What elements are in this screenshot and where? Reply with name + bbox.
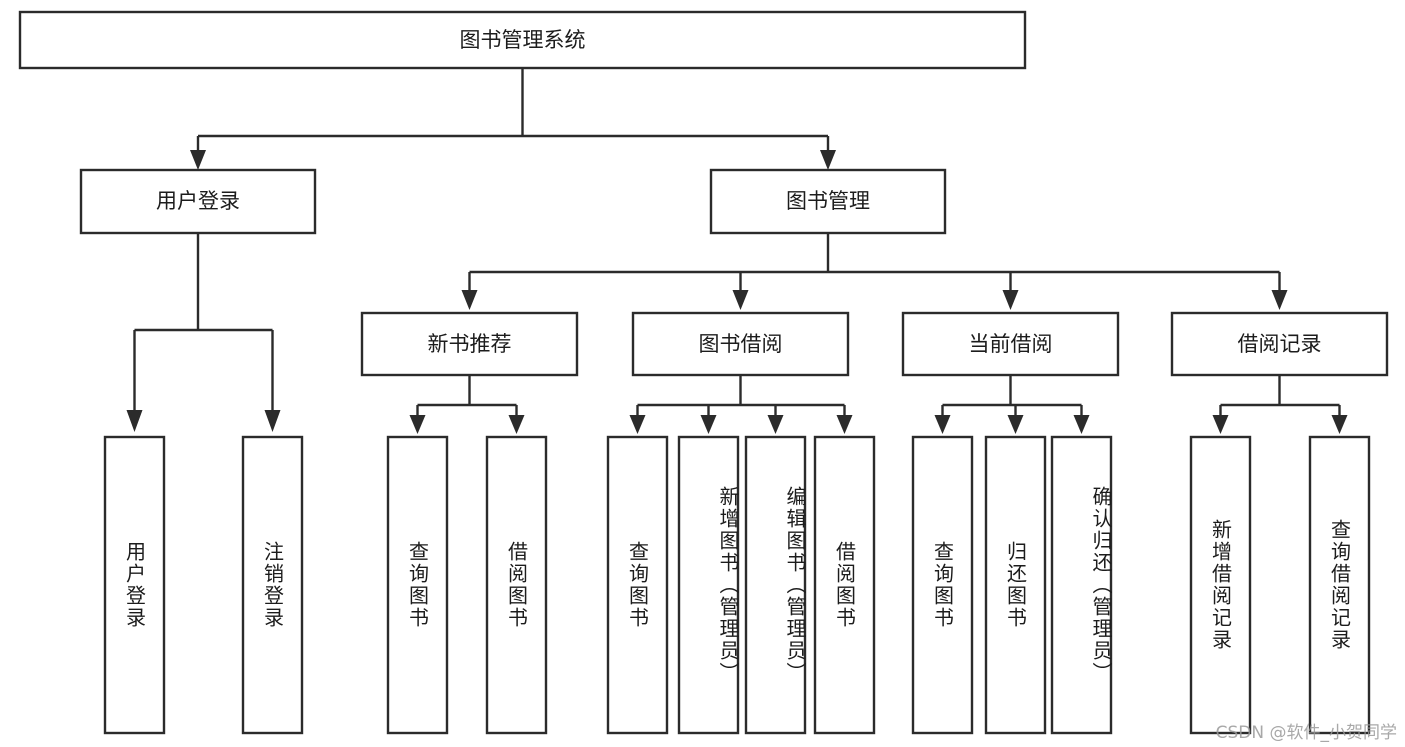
leaf-box-query-book-1[interactable] [386,435,449,735]
node-new-book-recommend-box[interactable] [360,311,579,377]
node-current-borrow[interactable]: 当前借阅 [901,311,1120,377]
node-book-management-box[interactable] [709,168,947,235]
leaf-box-add-book[interactable] [677,435,740,735]
connector-group-borrow-record [1212,375,1348,434]
connector-group-root [190,68,836,170]
leaf-box-add-record[interactable] [1189,435,1252,735]
node-user-login-label: 用户登录 [156,189,240,213]
leaf-box-query-record[interactable] [1308,435,1371,735]
node-book-borrow-box[interactable] [631,311,850,377]
node-new-book-recommend[interactable]: 新书推荐 [360,311,579,377]
arrow-head-new-book-rec [461,290,478,310]
arrow-head-leaf-query-book-3 [934,415,951,434]
arrow-head-leaf-return-book [1007,415,1024,434]
arrow-head-book-mgmt [820,150,836,170]
arrow-head-leaf-add-book [700,415,717,434]
node-borrow-record-label: 借阅记录 [1238,332,1322,356]
node-current-borrow-box[interactable] [901,311,1120,377]
leaf-box-query-book-3[interactable] [911,435,974,735]
node-user-login-box[interactable] [79,168,317,235]
node-book-management[interactable]: 图书管理 [709,168,947,235]
arrow-head-current-borrow [1002,290,1019,310]
node-user-login[interactable]: 用户登录 [79,168,317,235]
node-book-borrow[interactable]: 图书借阅 [631,311,850,377]
node-borrow-record-box[interactable] [1170,311,1389,377]
arrow-head-leaf-query-book-1 [409,415,426,434]
leaf-box-query-book-2[interactable] [606,435,669,735]
node-borrow-record[interactable]: 借阅记录 [1170,311,1389,377]
arrow-head-leaf-query-record [1331,415,1348,434]
node-current-borrow-label: 当前借阅 [969,332,1053,356]
arrow-head-borrow-record [1271,290,1288,310]
csdn-watermark: CSDN @软件_小贺同学 [1215,723,1397,743]
leaf-box-user-login[interactable] [103,435,166,735]
arrow-head-leaf-user-login [126,410,143,432]
arrow-head-leaf-query-book-2 [629,415,646,434]
arrow-head-leaf-borrow-book-2 [836,415,853,434]
connector-group-current-borrow [934,375,1090,434]
arrow-head-leaf-edit-book [767,415,784,434]
arrow-head-leaf-add-record [1212,415,1229,434]
connector-group-new-book-rec [409,375,525,434]
arrow-head-leaf-logout [264,410,281,432]
leaf-box-group [103,435,1371,735]
node-book-management-label: 图书管理 [786,189,870,213]
node-new-book-recommend-label: 新书推荐 [428,332,512,356]
leaf-box-borrow-book-2[interactable] [813,435,876,735]
node-root-box[interactable] [18,10,1027,70]
leaf-box-borrow-book-1[interactable] [485,435,548,735]
connector-group-user-login [126,233,281,432]
leaf-box-return-book[interactable] [984,435,1047,735]
node-book-borrow-label: 图书借阅 [699,332,783,356]
connector-group-book-mgmt [461,233,1288,310]
leaf-box-logout[interactable] [241,435,304,735]
node-root-label: 图书管理系统 [460,28,586,52]
arrow-head-leaf-confirm-return [1073,415,1090,434]
arrow-head-user-login [190,150,206,170]
leaf-box-edit-book[interactable] [744,435,807,735]
connector-group-book-borrow [629,375,853,434]
leaf-box-confirm-return[interactable] [1050,435,1113,735]
arrow-head-leaf-borrow-book-1 [508,415,525,434]
node-root[interactable]: 图书管理系统 [18,10,1027,70]
arrow-head-book-borrow [732,290,749,310]
